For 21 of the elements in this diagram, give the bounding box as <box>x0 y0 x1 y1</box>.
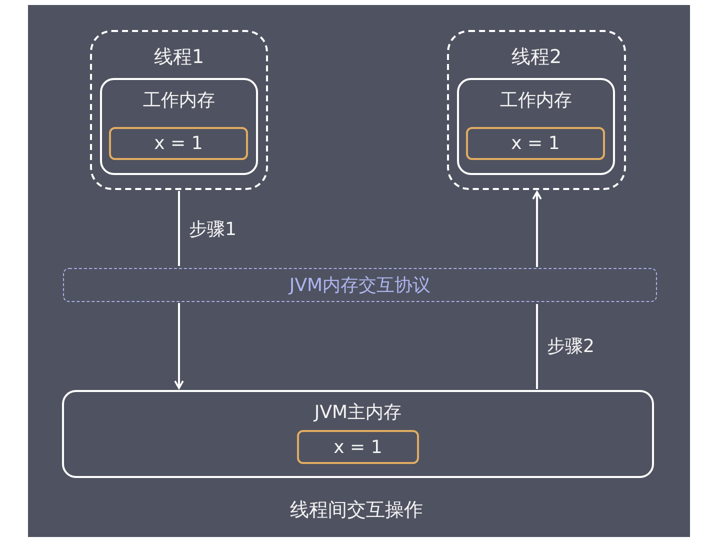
connector-line <box>536 304 538 389</box>
memory-heading: 工作内存 <box>143 89 215 112</box>
variable-box: x = 1 <box>109 127 248 160</box>
edge-label: 步骤2 <box>547 335 594 358</box>
memory-heading: 工作内存 <box>500 89 572 112</box>
memory-box <box>100 78 258 175</box>
thread-box <box>447 30 626 190</box>
variable-box: x = 1 <box>466 127 605 160</box>
protocol-band: JVM内存交互协议 <box>63 268 657 302</box>
memory-box <box>457 78 615 175</box>
variable-box: x = 1 <box>297 430 419 464</box>
connector-line <box>178 191 180 266</box>
arrow <box>532 191 542 267</box>
thread-box <box>90 30 268 190</box>
caption: 线程间交互操作 <box>289 498 424 523</box>
thread-heading: 线程1 <box>154 45 204 70</box>
main-memory-box <box>62 390 654 478</box>
arrow <box>174 303 184 389</box>
memory-heading: JVM主内存 <box>314 401 402 424</box>
thread-heading: 线程2 <box>511 45 562 70</box>
edge-label: 步骤1 <box>189 218 236 241</box>
